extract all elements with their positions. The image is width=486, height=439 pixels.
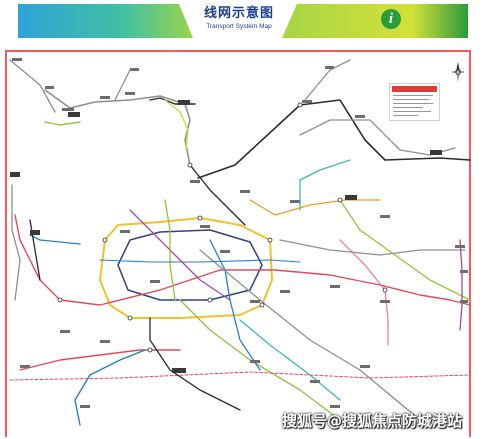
info-icon[interactable]: i — [381, 9, 401, 29]
line-grey-east-mid — [279, 239, 466, 256]
header-banner: 线网示意图 Transport System Map i — [0, 0, 486, 40]
legend-row — [393, 95, 433, 96]
line-darkblue-loop — [117, 229, 263, 301]
line-grey-east — [299, 119, 456, 156]
legend-title-bar — [392, 86, 437, 92]
line-blue-center — [209, 239, 261, 371]
line-grey-north — [44, 89, 191, 166]
legend-row — [393, 111, 431, 112]
line-red-south — [19, 349, 181, 371]
legend-row — [393, 115, 418, 116]
line-grey-west-vert — [11, 184, 21, 301]
line-purple — [129, 209, 231, 301]
header-right-band — [282, 4, 468, 38]
map-frame — [5, 50, 471, 437]
line-black-center — [189, 164, 246, 226]
line-grey-n-branch — [114, 69, 131, 101]
line-lime-north — [164, 99, 189, 151]
line-teal-ne — [299, 159, 351, 211]
title-english: Transport System Map — [206, 23, 272, 30]
line-grey-se — [199, 249, 421, 421]
page-title: 线网示意图 Transport System Map — [165, 6, 313, 38]
line-blue-west — [29, 234, 81, 245]
header-left-band — [18, 4, 193, 38]
line-pink-east — [339, 239, 389, 346]
title-chinese: 线网示意图 — [203, 6, 274, 21]
line-dashed-south — [9, 371, 471, 381]
legend-row — [393, 107, 423, 108]
legend-row — [393, 103, 433, 104]
compass-icon — [452, 62, 464, 82]
line-orange — [249, 199, 381, 216]
line-blue-center-h — [99, 259, 301, 263]
station-labels — [10, 58, 468, 408]
map-legend — [389, 83, 440, 121]
legend-row — [393, 99, 429, 100]
line-green-center — [164, 199, 176, 301]
line-green-nw — [44, 121, 81, 126]
line-blue-sw — [74, 349, 146, 426]
line-teal-south — [239, 319, 341, 401]
line-yellow-ring — [99, 217, 273, 319]
line-grey-nw-branch — [9, 59, 56, 113]
line-grey-east-ne — [304, 59, 351, 101]
watermark-text: 搜狐号@搜狐焦点防城港站 — [282, 412, 463, 430]
line-black-south — [149, 317, 241, 411]
line-purple-east — [459, 239, 463, 331]
station-dots — [57, 102, 388, 353]
line-green-east — [339, 199, 471, 301]
